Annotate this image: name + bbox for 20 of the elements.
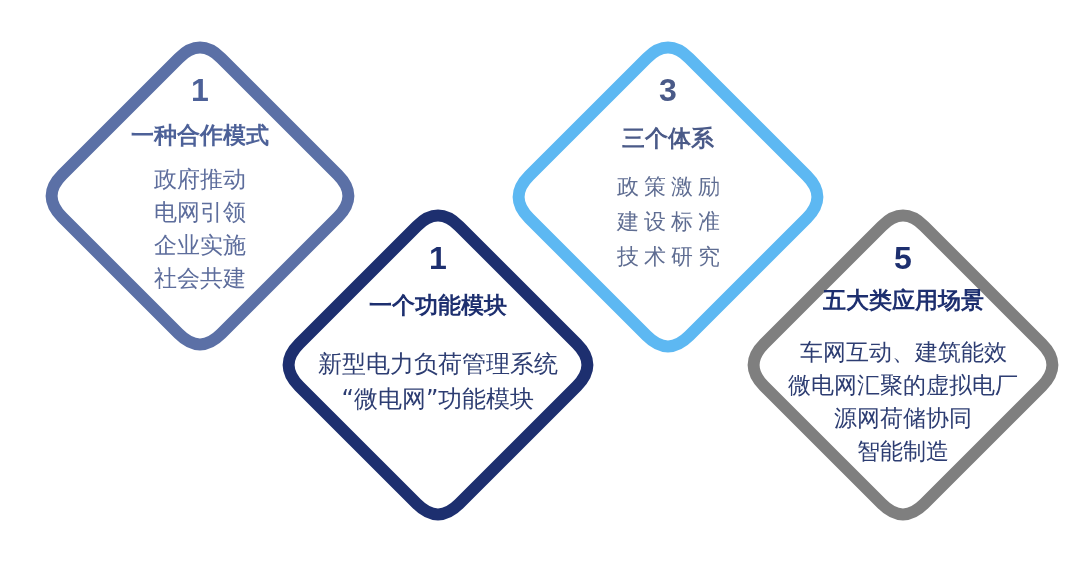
count-number: 5: [894, 239, 912, 278]
count-number: 3: [659, 71, 677, 110]
diamond-heading: 一个功能模块: [369, 291, 507, 320]
diamond-heading: 一种合作模式: [131, 121, 269, 150]
diamond-heading: 三个体系: [622, 124, 714, 153]
body-text: 企业实施: [154, 231, 246, 260]
body-text: 电网引领: [154, 198, 246, 227]
count-number: 1: [429, 239, 447, 278]
body-text: 技术研究: [615, 243, 725, 271]
body-text: 微电网汇聚的虚拟电厂: [788, 371, 1018, 400]
body-text: 社会共建: [154, 264, 246, 293]
body-text: 智能制造: [857, 437, 949, 466]
body-text: 政策激励: [615, 173, 725, 201]
body-text: 车网互动、建筑能效: [799, 338, 1007, 367]
body-text: 源网荷储协同: [834, 404, 972, 433]
body-text: 新型电力负荷管理系统“微电网”功能模块: [317, 349, 559, 415]
diamond-heading: 五大类应用场景: [822, 286, 984, 315]
body-text: 建设标准: [615, 208, 725, 236]
body-text: 政府推动: [154, 165, 246, 194]
count-number: 1: [191, 71, 209, 110]
